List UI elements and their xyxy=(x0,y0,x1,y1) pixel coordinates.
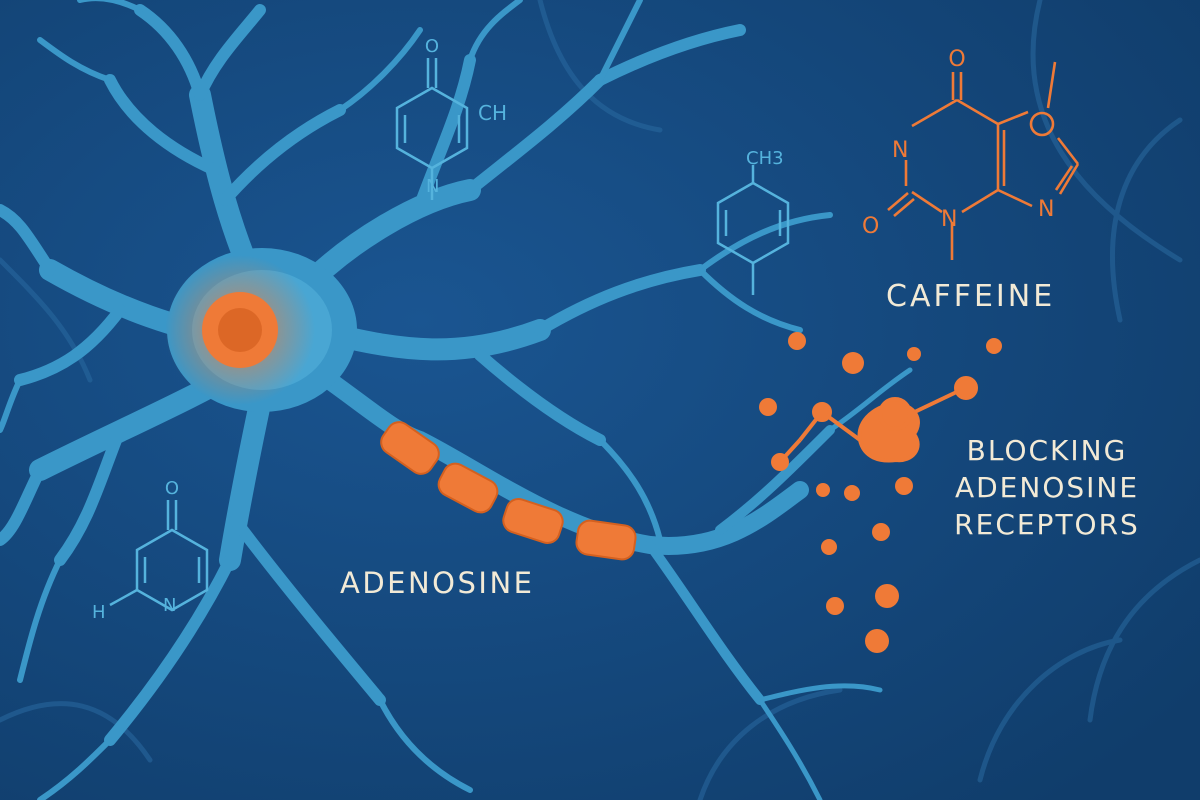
blocking-adenosine-receptors-label: BLOCKING ADENOSINE RECEPTORS xyxy=(942,432,1152,543)
atom-label: O xyxy=(165,478,179,499)
myelin-segment xyxy=(575,519,637,561)
molecule-top: O CH N xyxy=(395,36,507,200)
atom-label: O xyxy=(948,47,965,72)
atom-label: N xyxy=(941,207,957,232)
axon-terminal xyxy=(645,367,913,800)
caffeine-particle xyxy=(759,398,777,416)
myelin-segment xyxy=(502,497,564,545)
molecule-toluene: CH3 xyxy=(716,148,790,295)
caffeine-particle xyxy=(844,485,860,501)
receptor-binding xyxy=(771,376,978,471)
caffeine-particle xyxy=(895,477,913,495)
atom-label: O xyxy=(425,36,439,57)
myelin-segment xyxy=(437,462,499,514)
caffeine-particle xyxy=(872,523,890,541)
caffeine-particle xyxy=(986,338,1002,354)
blocking-label-line: BLOCKING xyxy=(966,434,1128,467)
molecule-bottom: O N H xyxy=(92,478,209,623)
atom-label: CH3 xyxy=(746,148,784,169)
caffeine-particles xyxy=(759,332,1002,653)
atom-label: N xyxy=(1038,197,1054,222)
caffeine-particle xyxy=(875,584,899,608)
atom-label: H xyxy=(92,602,106,623)
atom-label: CH xyxy=(478,101,507,125)
caffeine-particle xyxy=(826,597,844,615)
blocking-label-line: RECEPTORS xyxy=(954,508,1140,541)
caffeine-particle xyxy=(842,352,864,374)
caffeine-label: CAFFEINE xyxy=(886,279,1056,314)
atom-label: O xyxy=(862,214,879,239)
atom-label: N xyxy=(426,176,439,197)
caffeine-particle xyxy=(907,347,921,361)
adenosine-label: ADENOSINE xyxy=(340,566,535,600)
atom-label: N xyxy=(163,595,176,616)
neuron-soma xyxy=(165,248,357,412)
caffeine-particle xyxy=(821,539,837,555)
atom-label: N xyxy=(892,138,908,163)
molecule-caffeine: O N O N N xyxy=(862,47,1080,260)
myelin-segment xyxy=(380,421,440,475)
blocking-label-line: ADENOSINE xyxy=(954,471,1140,504)
caffeine-particle xyxy=(865,629,889,653)
caffeine-particle xyxy=(816,483,830,497)
caffeine-particle xyxy=(788,332,806,350)
myelin-sheath xyxy=(380,421,637,561)
